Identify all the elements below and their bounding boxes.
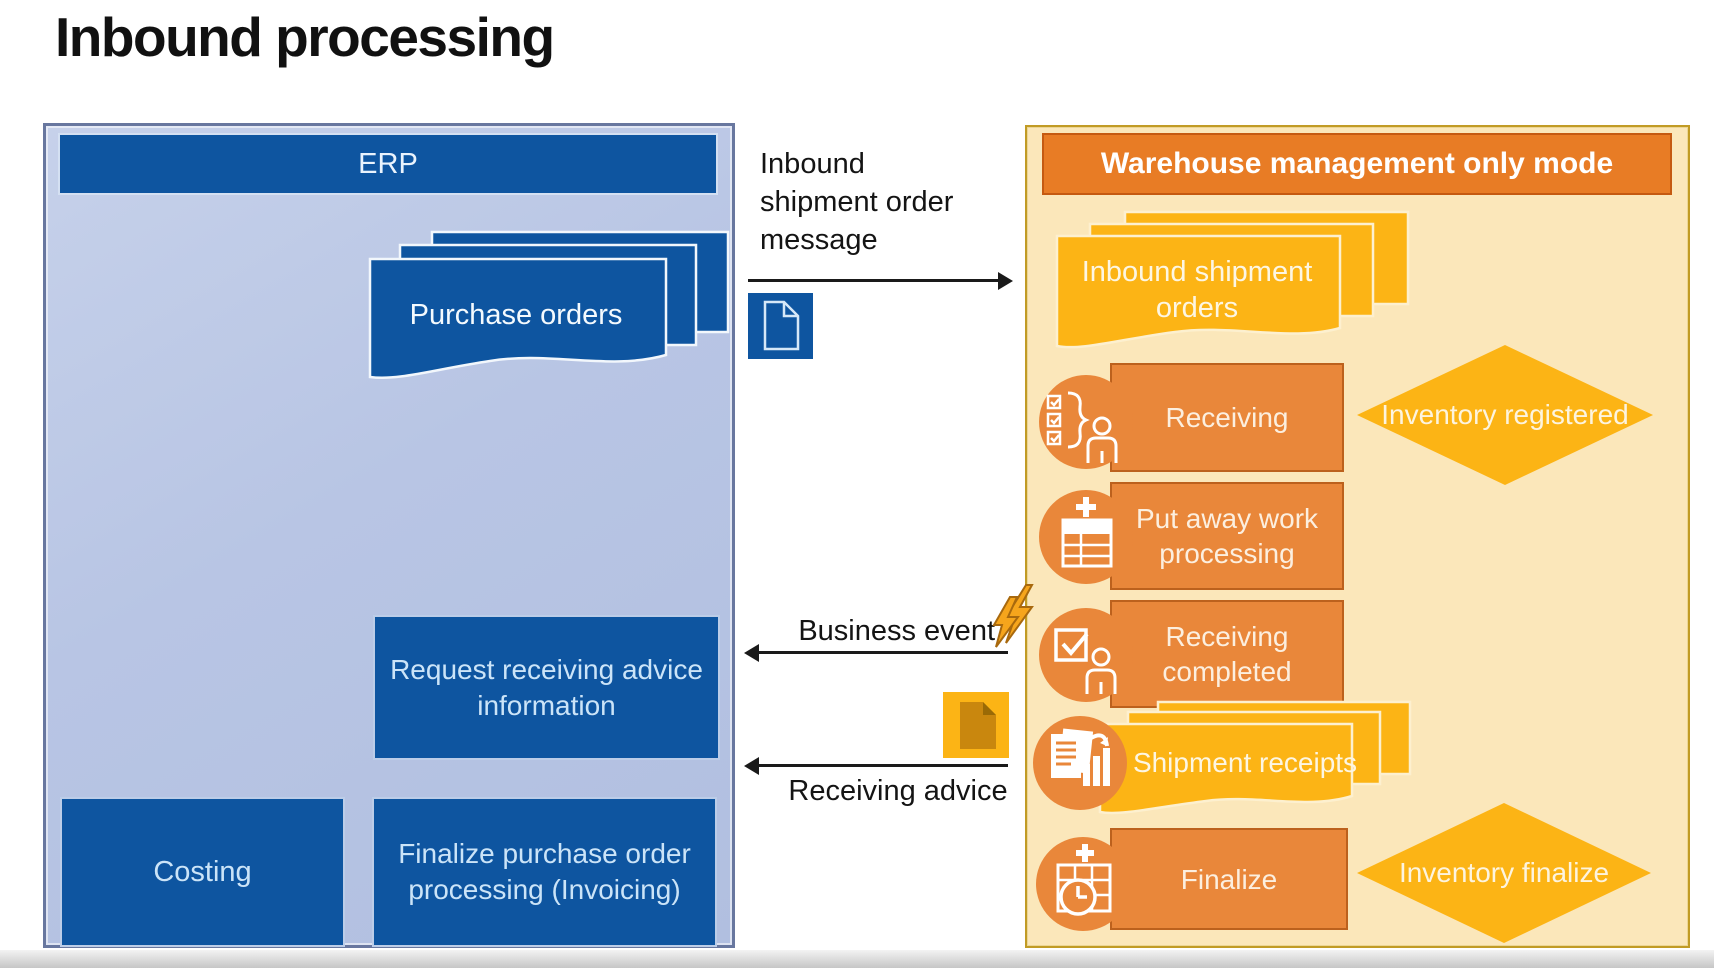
lightning-bolts-icon: [992, 584, 1034, 648]
purchase-orders-label: Purchase orders: [409, 299, 623, 331]
finalize-box: Finalize: [1110, 828, 1348, 930]
inbound-message-arrow: [748, 279, 1000, 282]
receiving-checklist-person-icon: [1039, 375, 1133, 469]
receiving-completed-box: Receiving completed: [1110, 600, 1344, 708]
receiving-advice-arrow: [758, 764, 1008, 767]
put-away-table-plus-icon: [1039, 490, 1133, 584]
put-away-work-box: Put away work processing: [1110, 482, 1344, 590]
receiving-box: Receiving: [1110, 363, 1344, 472]
business-event-label: Business event: [798, 615, 995, 647]
inbound-shipment-orders-label: Inbound shipment orders: [1081, 256, 1313, 324]
request-receiving-advice-box: Request receiving advice information: [373, 615, 720, 760]
erp-panel-header: ERP: [58, 133, 718, 195]
receiving-advice-arrowhead-icon: [744, 757, 759, 775]
warehouse-management-header: Warehouse management only mode: [1042, 133, 1672, 195]
shipment-receipts-document-chart-icon: [1033, 716, 1127, 810]
inbound-shipment-order-message-label: Inbound shipment order message: [760, 148, 954, 256]
business-event-arrowhead-icon: [744, 644, 759, 662]
video-letterbox-strip: [0, 950, 1714, 968]
yellow-document-icon: [943, 692, 1009, 758]
costing-box: Costing: [60, 797, 345, 947]
purchase-orders-stack-shape: [368, 230, 730, 380]
page-title: Inbound processing: [55, 6, 555, 68]
finalize-purchase-order-box: Finalize purchase order processing (Invo…: [372, 797, 717, 947]
business-event-arrow: [758, 651, 1008, 654]
blue-document-icon: [748, 293, 813, 359]
receiving-completed-checkbox-person-icon: [1039, 608, 1133, 702]
shipment-receipts-stack-shape: [1098, 700, 1412, 815]
receiving-advice-label: Receiving advice: [788, 775, 1008, 807]
inbound-shipment-orders-stack-shape: [1055, 210, 1410, 349]
shipment-receipts-label: Shipment receipts: [1132, 747, 1358, 778]
finalize-table-clock-icon: [1036, 837, 1130, 931]
inbound-message-arrowhead-icon: [998, 272, 1013, 290]
